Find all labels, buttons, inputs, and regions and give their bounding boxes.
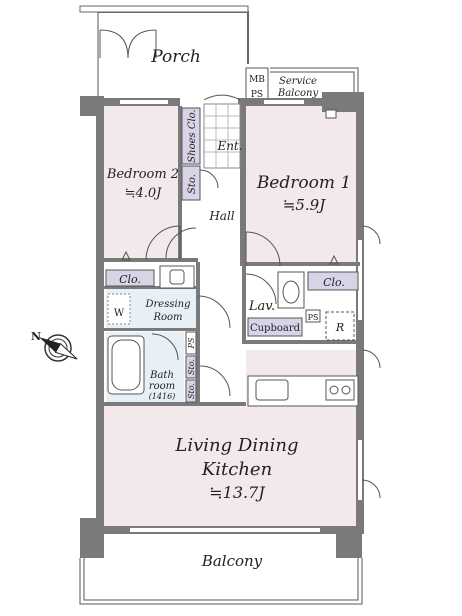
ps-vertical-label: PS: [187, 337, 196, 349]
exterior-walls: [80, 92, 364, 558]
r-label: R: [335, 321, 344, 334]
bedroom1-size: ≒5.9J: [283, 196, 326, 214]
shoes-closet: Shoes Clo.: [181, 107, 201, 165]
ps-small: PS: [305, 309, 321, 323]
closet-left: Clo.: [105, 250, 155, 287]
bedroom1-floor: [246, 106, 360, 262]
compass-north-label: N: [31, 330, 41, 343]
shoes-clo-label: Shoes Clo.: [187, 109, 198, 162]
clo-left-label: Clo.: [119, 273, 141, 286]
service-balcony-area: Service Balcony: [270, 67, 359, 99]
hall-label: Hall: [208, 209, 234, 223]
dressing-label-2: Room: [152, 312, 182, 323]
bathroom: Bath room (1416): [107, 333, 179, 401]
washer-mark: W: [114, 308, 125, 319]
balcony-label: Balcony: [201, 552, 263, 570]
bath-size: (1416): [149, 392, 176, 401]
refrigerator-space: R: [325, 311, 355, 341]
sto-1-label: Sto.: [187, 359, 196, 375]
lav-label: Lav.: [248, 299, 275, 314]
cupboard-label: Cupboard: [250, 323, 301, 334]
bath-label-1: Bath: [149, 370, 174, 381]
interior-walls: [104, 106, 360, 406]
bedroom1: Bedroom 1 ≒5.9J: [245, 109, 351, 267]
sto-entrance: Sto.: [181, 165, 219, 201]
ldk-label-2: Kitchen: [201, 459, 272, 480]
mb-label: MB: [249, 75, 265, 85]
bedroom1-name: Bedroom 1: [256, 173, 351, 193]
bedroom2: Bedroom 2 ≒4.0J: [106, 167, 181, 261]
dressing-room: W Dressing Room: [107, 265, 231, 329]
bedroom2-name: Bedroom 2: [106, 167, 179, 182]
ps-small-label: PS: [308, 313, 319, 322]
entrance: Ent.: [203, 94, 243, 169]
service-balcony-label-1: Service: [279, 76, 317, 87]
kitchen-counter: [247, 375, 359, 407]
mbps-box: MB PS: [245, 67, 269, 103]
service-balcony-label-2: Balcony: [277, 88, 319, 99]
dressing-label-1: Dressing: [144, 299, 190, 310]
balcony-area: Balcony: [79, 552, 363, 605]
sto-ent-label: Sto.: [187, 174, 198, 194]
bedroom2-floor: [104, 106, 180, 258]
ldk-floor: [104, 404, 360, 526]
ent-label: Ent.: [216, 139, 242, 153]
bath-side-storage: PS Sto. Sto.: [185, 331, 231, 403]
ldk-label-1: Living Dining: [174, 435, 298, 456]
porch-label: Porch: [150, 47, 201, 67]
cupboard: Cupboard: [247, 317, 303, 337]
lavatory: Lav.: [245, 271, 305, 314]
bedroom2-size: ≒4.0J: [125, 186, 163, 201]
clo-right-label: Clo.: [323, 276, 345, 289]
ps-label: PS: [251, 90, 263, 100]
ldk: Living Dining Kitchen ≒13.7J: [174, 435, 298, 502]
sto-2-label: Sto.: [187, 383, 196, 399]
closet-right: Clo.: [307, 254, 359, 291]
bath-label-2: room: [149, 381, 175, 392]
ldk-size: ≒13.7J: [209, 483, 266, 502]
porch-area: Porch: [79, 5, 249, 100]
exterior-side-doors: [361, 225, 381, 499]
compass-icon: N: [31, 330, 78, 362]
